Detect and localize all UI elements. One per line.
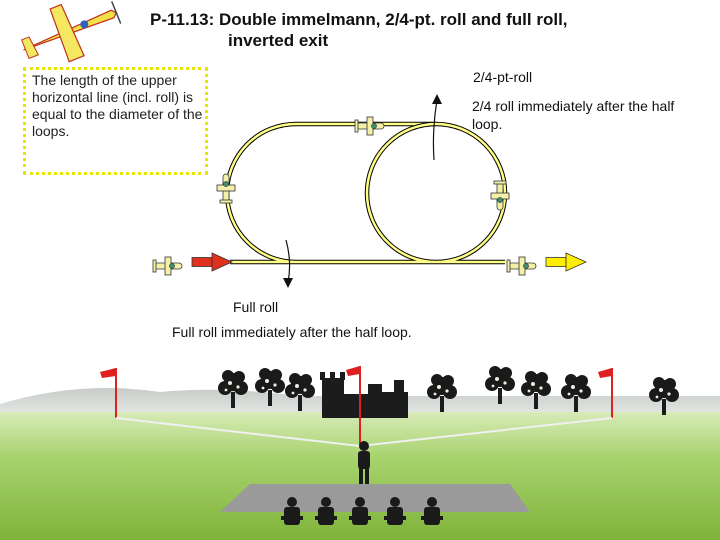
- top-roll-label: 2/4-pt-roll: [473, 69, 533, 85]
- castle-icon: [320, 372, 408, 418]
- entry-arrow: [191, 252, 233, 272]
- exit-arrow: [545, 252, 587, 272]
- sight-lines: [115, 417, 613, 447]
- top-roll-description: 2/4 roll immediately after the half loop…: [472, 98, 675, 132]
- judge-icon: [281, 497, 443, 525]
- roll-arrow-top: [432, 94, 442, 161]
- note-text: The length of the upper horizontal line …: [32, 72, 203, 139]
- runway: [220, 484, 530, 512]
- pilot-icon: [358, 441, 370, 484]
- page-title-continued: inverted exit: [228, 31, 329, 50]
- bottom-roll-description: Full roll immediately after the half loo…: [172, 324, 412, 340]
- bottom-roll-label: Full roll: [233, 299, 279, 315]
- page-title: P-11.13: Double immelmann, 2/4-pt. roll …: [150, 10, 568, 29]
- flag-icon: [100, 366, 613, 446]
- roll-arrow-bottom: [283, 239, 293, 288]
- model-airplane-icon: [20, 1, 122, 63]
- note-box: [23, 67, 208, 175]
